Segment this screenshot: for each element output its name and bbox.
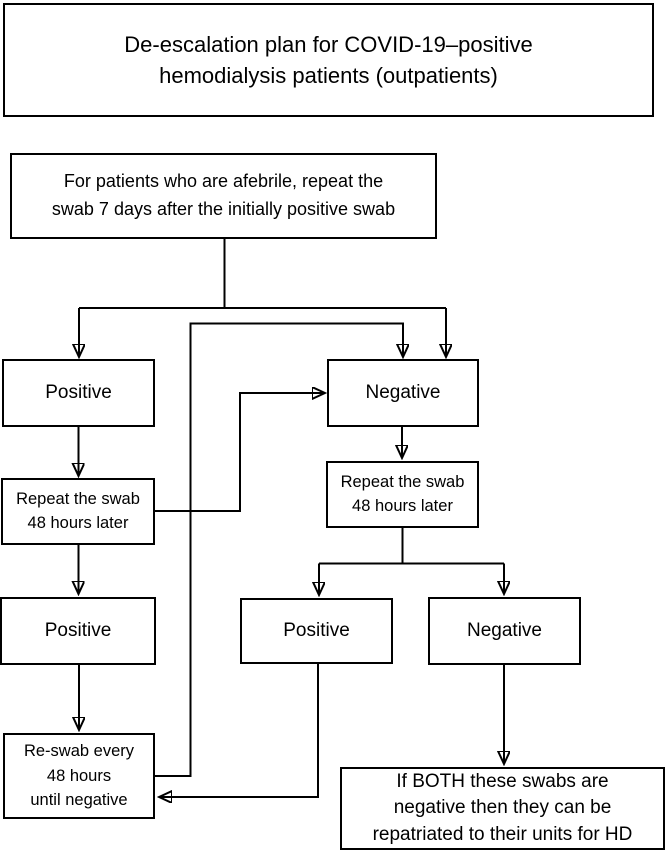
node-initial-instruction-label: For patients who are afebrile, repeat th… [51,171,396,219]
node-repeat-swab-left: Repeat the swab 48 hours later [1,478,155,545]
node-positive-branch1: Positive [2,359,155,427]
node-repatriate-hd: If BOTH these swabs are negative then th… [340,767,665,850]
node-repeat-swab-left-label: Repeat the swab 48 hours later [16,489,140,532]
node-repatriate-hd-label: If BOTH these swabs are negative then th… [372,770,633,845]
node-positive-branch-mid: Positive [240,598,393,664]
node-negative-branch-mid: Negative [428,597,581,665]
node-positive-branch2: Positive [0,597,156,665]
node-negative-branch-mid-label: Negative [467,620,542,641]
node-repeat-swab-right-label: Repeat the swab 48 hours later [340,472,465,515]
node-initial-instruction: For patients who are afebrile, repeat th… [10,153,437,239]
node-repeat-swab-right: Repeat the swab 48 hours later [326,461,479,528]
diagram-title: De-escalation plan for COVID-19–positive… [124,31,533,88]
connector-reswab-loop-to-negative1 [155,322,403,777]
node-reswab-until-negative-label: Re-swab every 48 hours until negative [23,741,135,810]
node-positive-branch1-label: Positive [45,382,112,403]
node-negative-branch1-label: Negative [365,382,441,403]
connector-repeat-left-to-negative1 [155,393,325,512]
node-reswab-until-negative: Re-swab every 48 hours until negative [3,733,155,819]
node-positive-branch2-label: Positive [44,620,112,641]
diagram-title-box: De-escalation plan for COVID-19–positive… [3,3,654,117]
node-negative-branch1: Negative [327,359,479,427]
connector-positive-mid-to-reswab [159,664,319,797]
node-positive-branch-mid-label: Positive [283,620,350,641]
